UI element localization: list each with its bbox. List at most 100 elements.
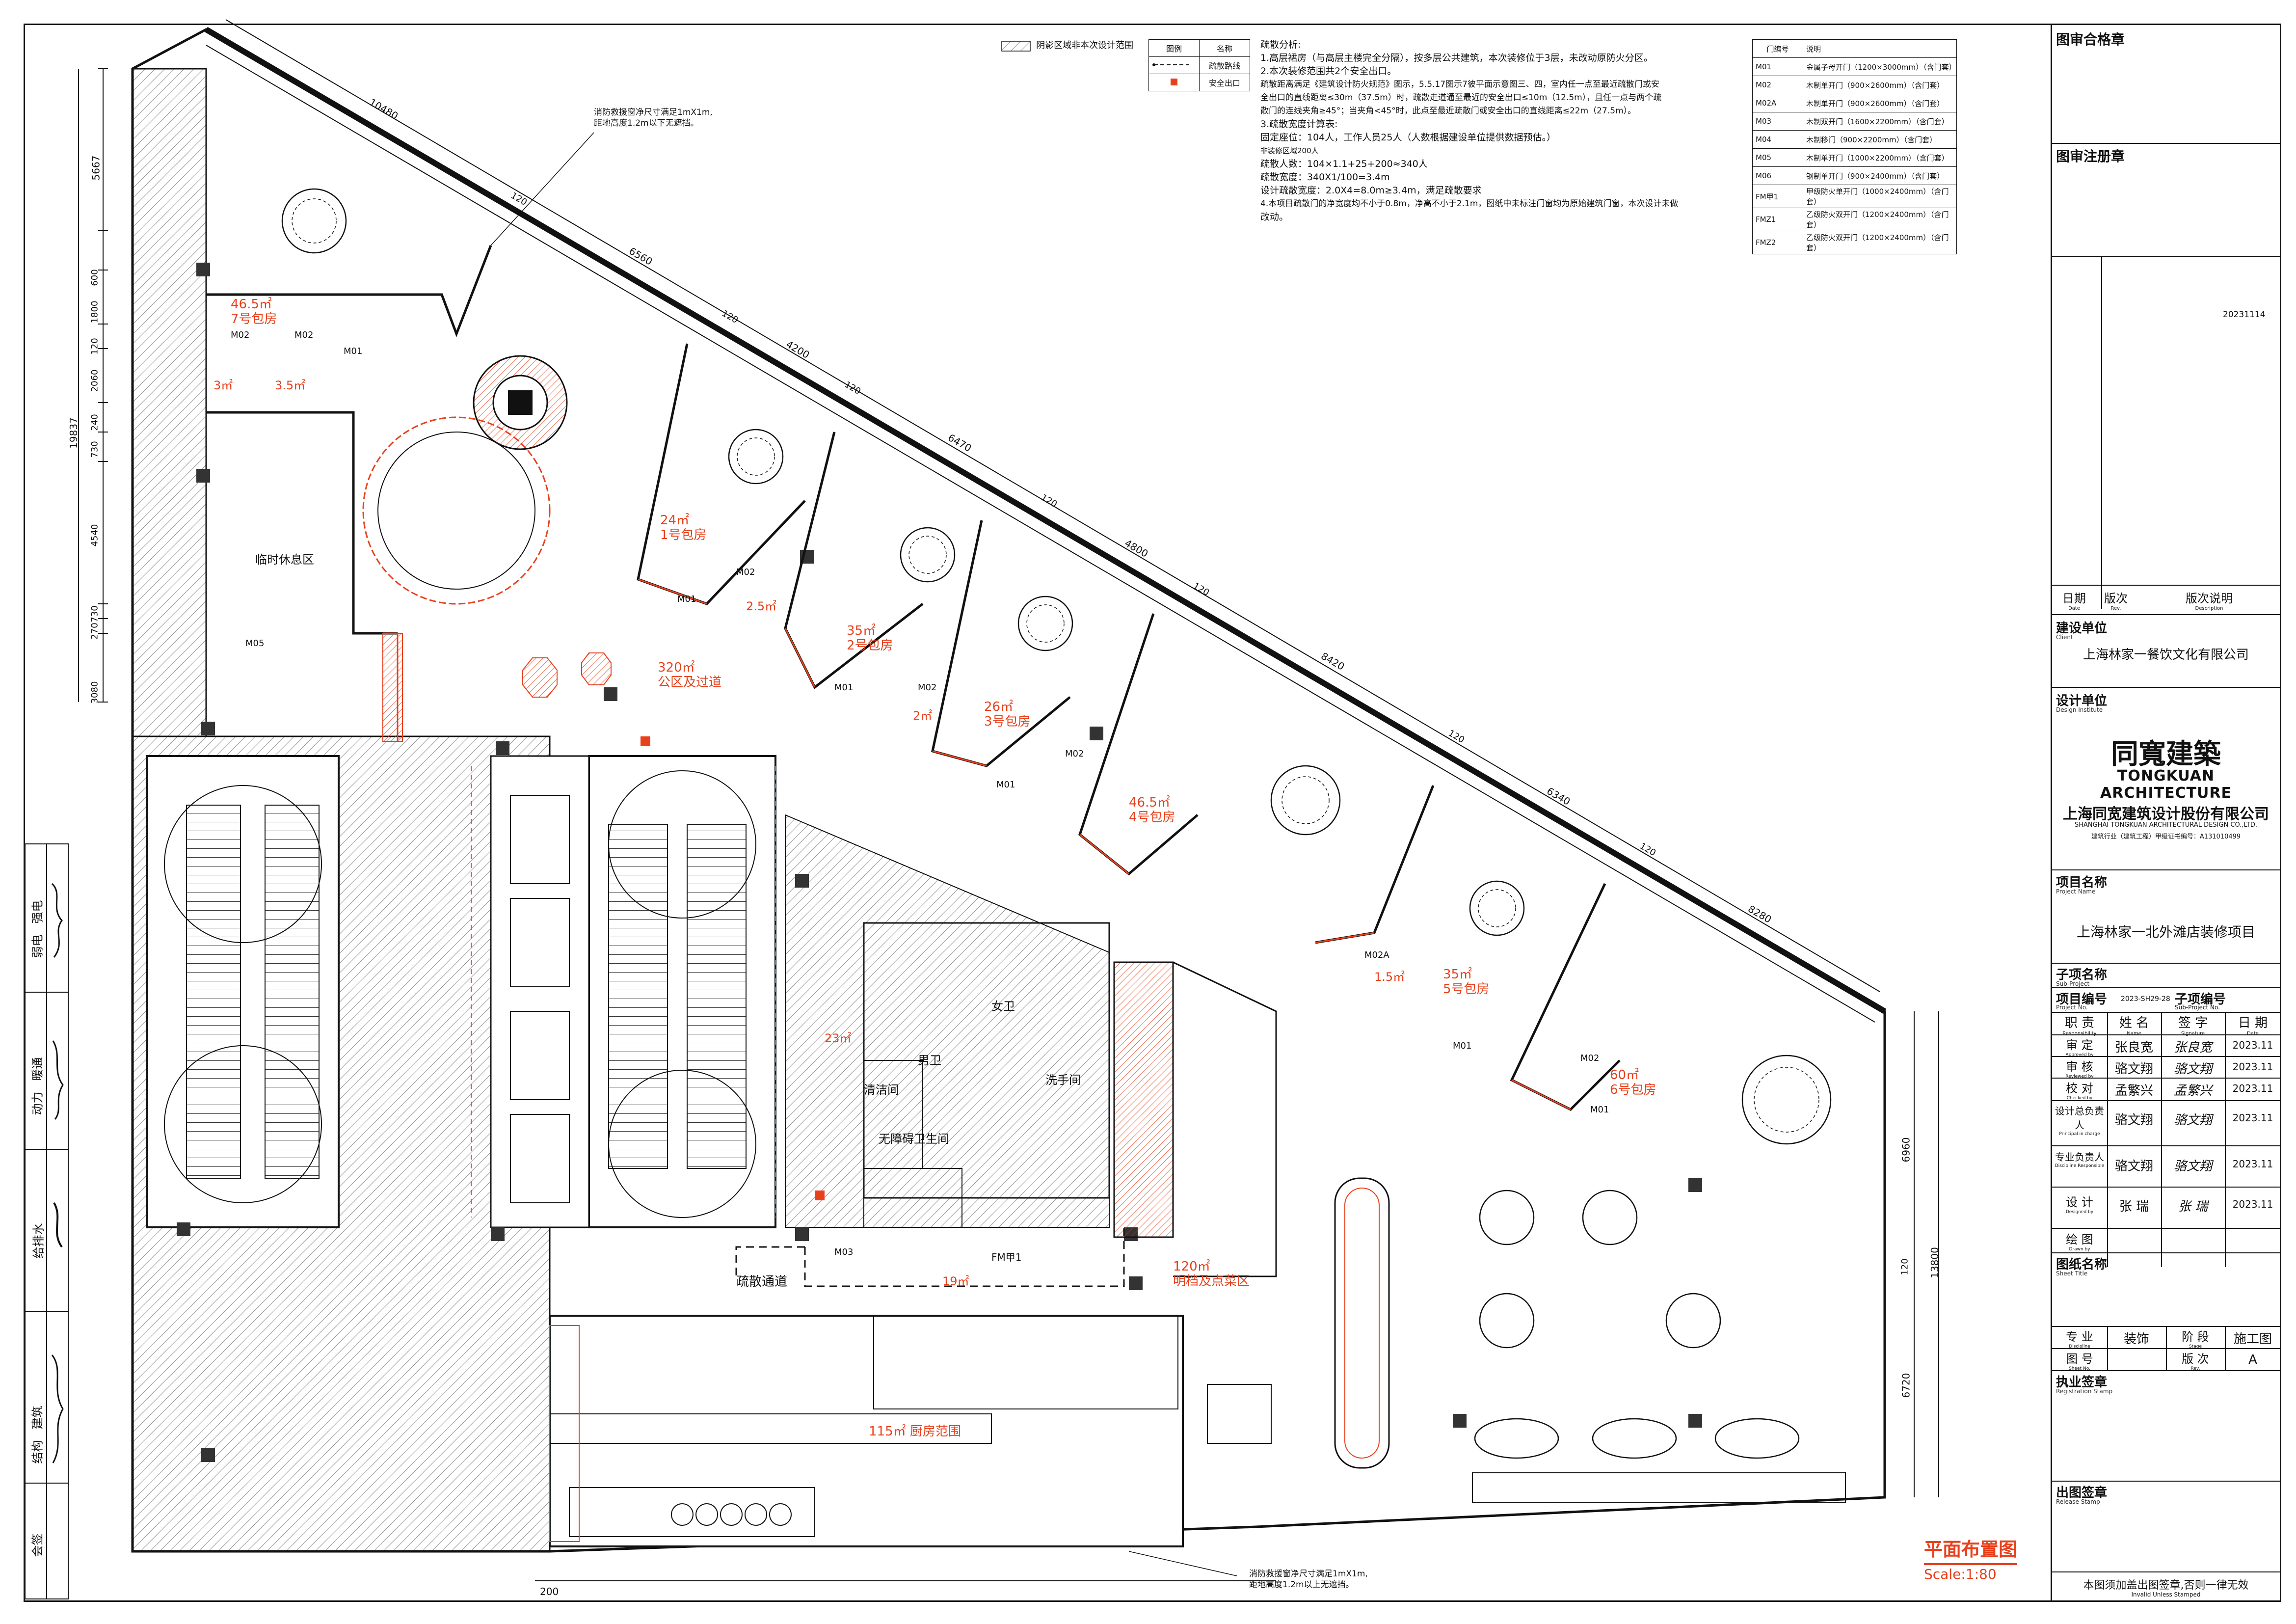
door-code: M05	[1752, 148, 1803, 167]
signoff-countersign: 会签	[30, 1533, 45, 1557]
room-label: 115㎡ 厨房范围	[869, 1421, 961, 1439]
note-line: 散门的连线夹角≥45°；当夹角<45°时，此点至最近疏散门或安全出口的直线距离≤…	[1260, 106, 1636, 116]
room-area-label: 2.5㎡	[746, 599, 777, 613]
safe-exit-marker	[641, 736, 650, 746]
staff-name: 张良宽	[2114, 1040, 2153, 1055]
room-area: 115㎡	[869, 1424, 906, 1439]
facade	[204, 27, 1887, 1014]
note-line: 改动。	[1260, 212, 1289, 222]
release-stamp-label-en: Release Stamp	[2056, 1498, 2100, 1505]
footer-note-en: Invalid Unless Stamped	[2131, 1591, 2201, 1598]
signature-mark	[51, 1354, 64, 1463]
note-line: 非装修区域200人	[1260, 146, 1319, 155]
door-tag: M02	[294, 330, 314, 340]
room-label: 35㎡ 5号包房	[1443, 967, 1490, 997]
note-line: 疏散人数：104×1.1+25+200≈340人	[1260, 159, 1428, 169]
rev-version-header: 版次 Rev.	[2104, 592, 2128, 611]
room-area-label: 3.5㎡	[275, 379, 306, 392]
door-desc: 木制单开门（900×2600mm）（含门套）	[1803, 94, 1957, 112]
company-cert: 建筑行业（建筑工程）甲级证书编号：A131010499	[2091, 833, 2241, 840]
staff-signature: 骆文翔	[2173, 1159, 2212, 1174]
staff-signature: 张 瑞	[2178, 1199, 2208, 1214]
staff-name: 孟繁兴	[2114, 1083, 2153, 1098]
dim-text: 19837	[67, 417, 80, 449]
round-tables	[281, 188, 1832, 1145]
stage-value: 施工图	[2233, 1332, 2272, 1347]
project-name: 上海林家一北外滩店装修项目	[2076, 924, 2255, 940]
dim-text: 3080	[89, 681, 100, 704]
signoff-discipline: 建筑	[30, 1406, 45, 1430]
signoff-strip: 强电 弱电 暖通 动力 给排水 建筑 结构 会签	[25, 843, 69, 1599]
door-desc: 金属子母开门（1200×3000mm）（含门套）	[1803, 57, 1957, 76]
note-line: 4.本项目疏散门的净宽度均不小于0.8m，净高不小于2.1m，图纸中未标注门窗均…	[1260, 199, 1679, 209]
signoff-discipline: 暖通	[30, 1057, 45, 1081]
door-header-code: 门编号	[1752, 39, 1803, 58]
discipline-value: 装饰	[2123, 1332, 2149, 1347]
room-name: 7号包房	[231, 312, 277, 326]
legend-header-name: 名称	[1199, 39, 1250, 57]
room-area: 35㎡	[847, 623, 876, 638]
exit-icon	[1171, 78, 1177, 85]
room-name: 公区及过道	[658, 675, 722, 690]
note-line: 全出口的直线距离≤30m（37.5m）时，疏散走道通至最近的安全出口≤10m（1…	[1260, 93, 1662, 103]
room-label: 35㎡ 2号包房	[847, 623, 893, 653]
room-label: 320㎡ 公区及过道	[658, 660, 721, 690]
safe-exit-marker	[815, 1191, 825, 1200]
staff-date: 2023.11	[2232, 1061, 2273, 1073]
project-no-label: 项目编号	[2056, 992, 2108, 1007]
toilet-male-label: 男卫	[918, 1054, 941, 1067]
room-name: 5号包房	[1443, 982, 1490, 997]
staff-header: 签 字 Signature	[2178, 1016, 2208, 1036]
company-logo-cn: 同寬建築	[2111, 738, 2221, 770]
legend-header-icon: 图例	[1148, 39, 1200, 57]
door-code: FMZ1	[1752, 208, 1803, 231]
door-tag: M02	[231, 330, 250, 340]
staff-name: 骆文翔	[2114, 1159, 2153, 1174]
door-tag: M01	[344, 346, 363, 356]
door-tag: M02	[918, 682, 937, 693]
room-label: 60㎡ 6号包房	[1610, 1068, 1656, 1097]
evac-route-label: 疏散路线	[1199, 56, 1250, 74]
room-area: 46.5㎡	[231, 297, 272, 312]
feature-circle	[362, 416, 551, 605]
staff-date: 2023.11	[2232, 1039, 2273, 1051]
dim-text: 2060	[89, 369, 100, 392]
rev-date-header: 日期 Date	[2062, 592, 2086, 611]
door-tag: M01	[1590, 1105, 1609, 1115]
round-table-inner	[292, 198, 1819, 1133]
washroom-label: 洗手间	[1045, 1073, 1081, 1087]
sheet-title-label: 图纸名称	[2056, 1257, 2108, 1272]
signoff-discipline: 强电	[30, 900, 45, 924]
room-name: 2号包房	[847, 638, 893, 653]
signoff-discipline: 动力	[30, 1091, 45, 1115]
door-tag: M02	[1580, 1053, 1600, 1063]
evac-route	[804, 1227, 1125, 1287]
room-name: 明档及点菜区	[1173, 1274, 1250, 1289]
registration-seal-label: 图审注册章	[2056, 148, 2125, 164]
room-area-label: 23㎡	[825, 1031, 852, 1045]
room-area-label: 19㎡	[942, 1274, 969, 1288]
hatch-swatch	[1001, 40, 1031, 52]
room-label: 46.5㎡ 4号包房	[1129, 795, 1175, 825]
hatch-legend-text: 阴影区域非本次设计范围	[1036, 40, 1134, 51]
drawing-scale: Scale:1:80	[1924, 1566, 1997, 1582]
room-name: 3号包房	[984, 714, 1031, 729]
dim-left	[78, 69, 104, 702]
room-name: 厨房范围	[909, 1424, 961, 1439]
dim-text: 730	[89, 441, 100, 458]
company-name: 上海同宽建筑设计股份有限公司	[2063, 806, 2269, 823]
door-code: M04	[1752, 130, 1803, 149]
note-line: 设计疏散宽度：2.0X4=8.0m≥3.4m，满足疏散要求	[1260, 185, 1482, 196]
dim-text: 240	[89, 414, 100, 431]
kitchen	[549, 1315, 1184, 1547]
dim-text: 6960	[1900, 1137, 1912, 1163]
project-no-label-en: Project No.	[2056, 1004, 2088, 1011]
open-kitchen	[1113, 961, 1174, 1238]
